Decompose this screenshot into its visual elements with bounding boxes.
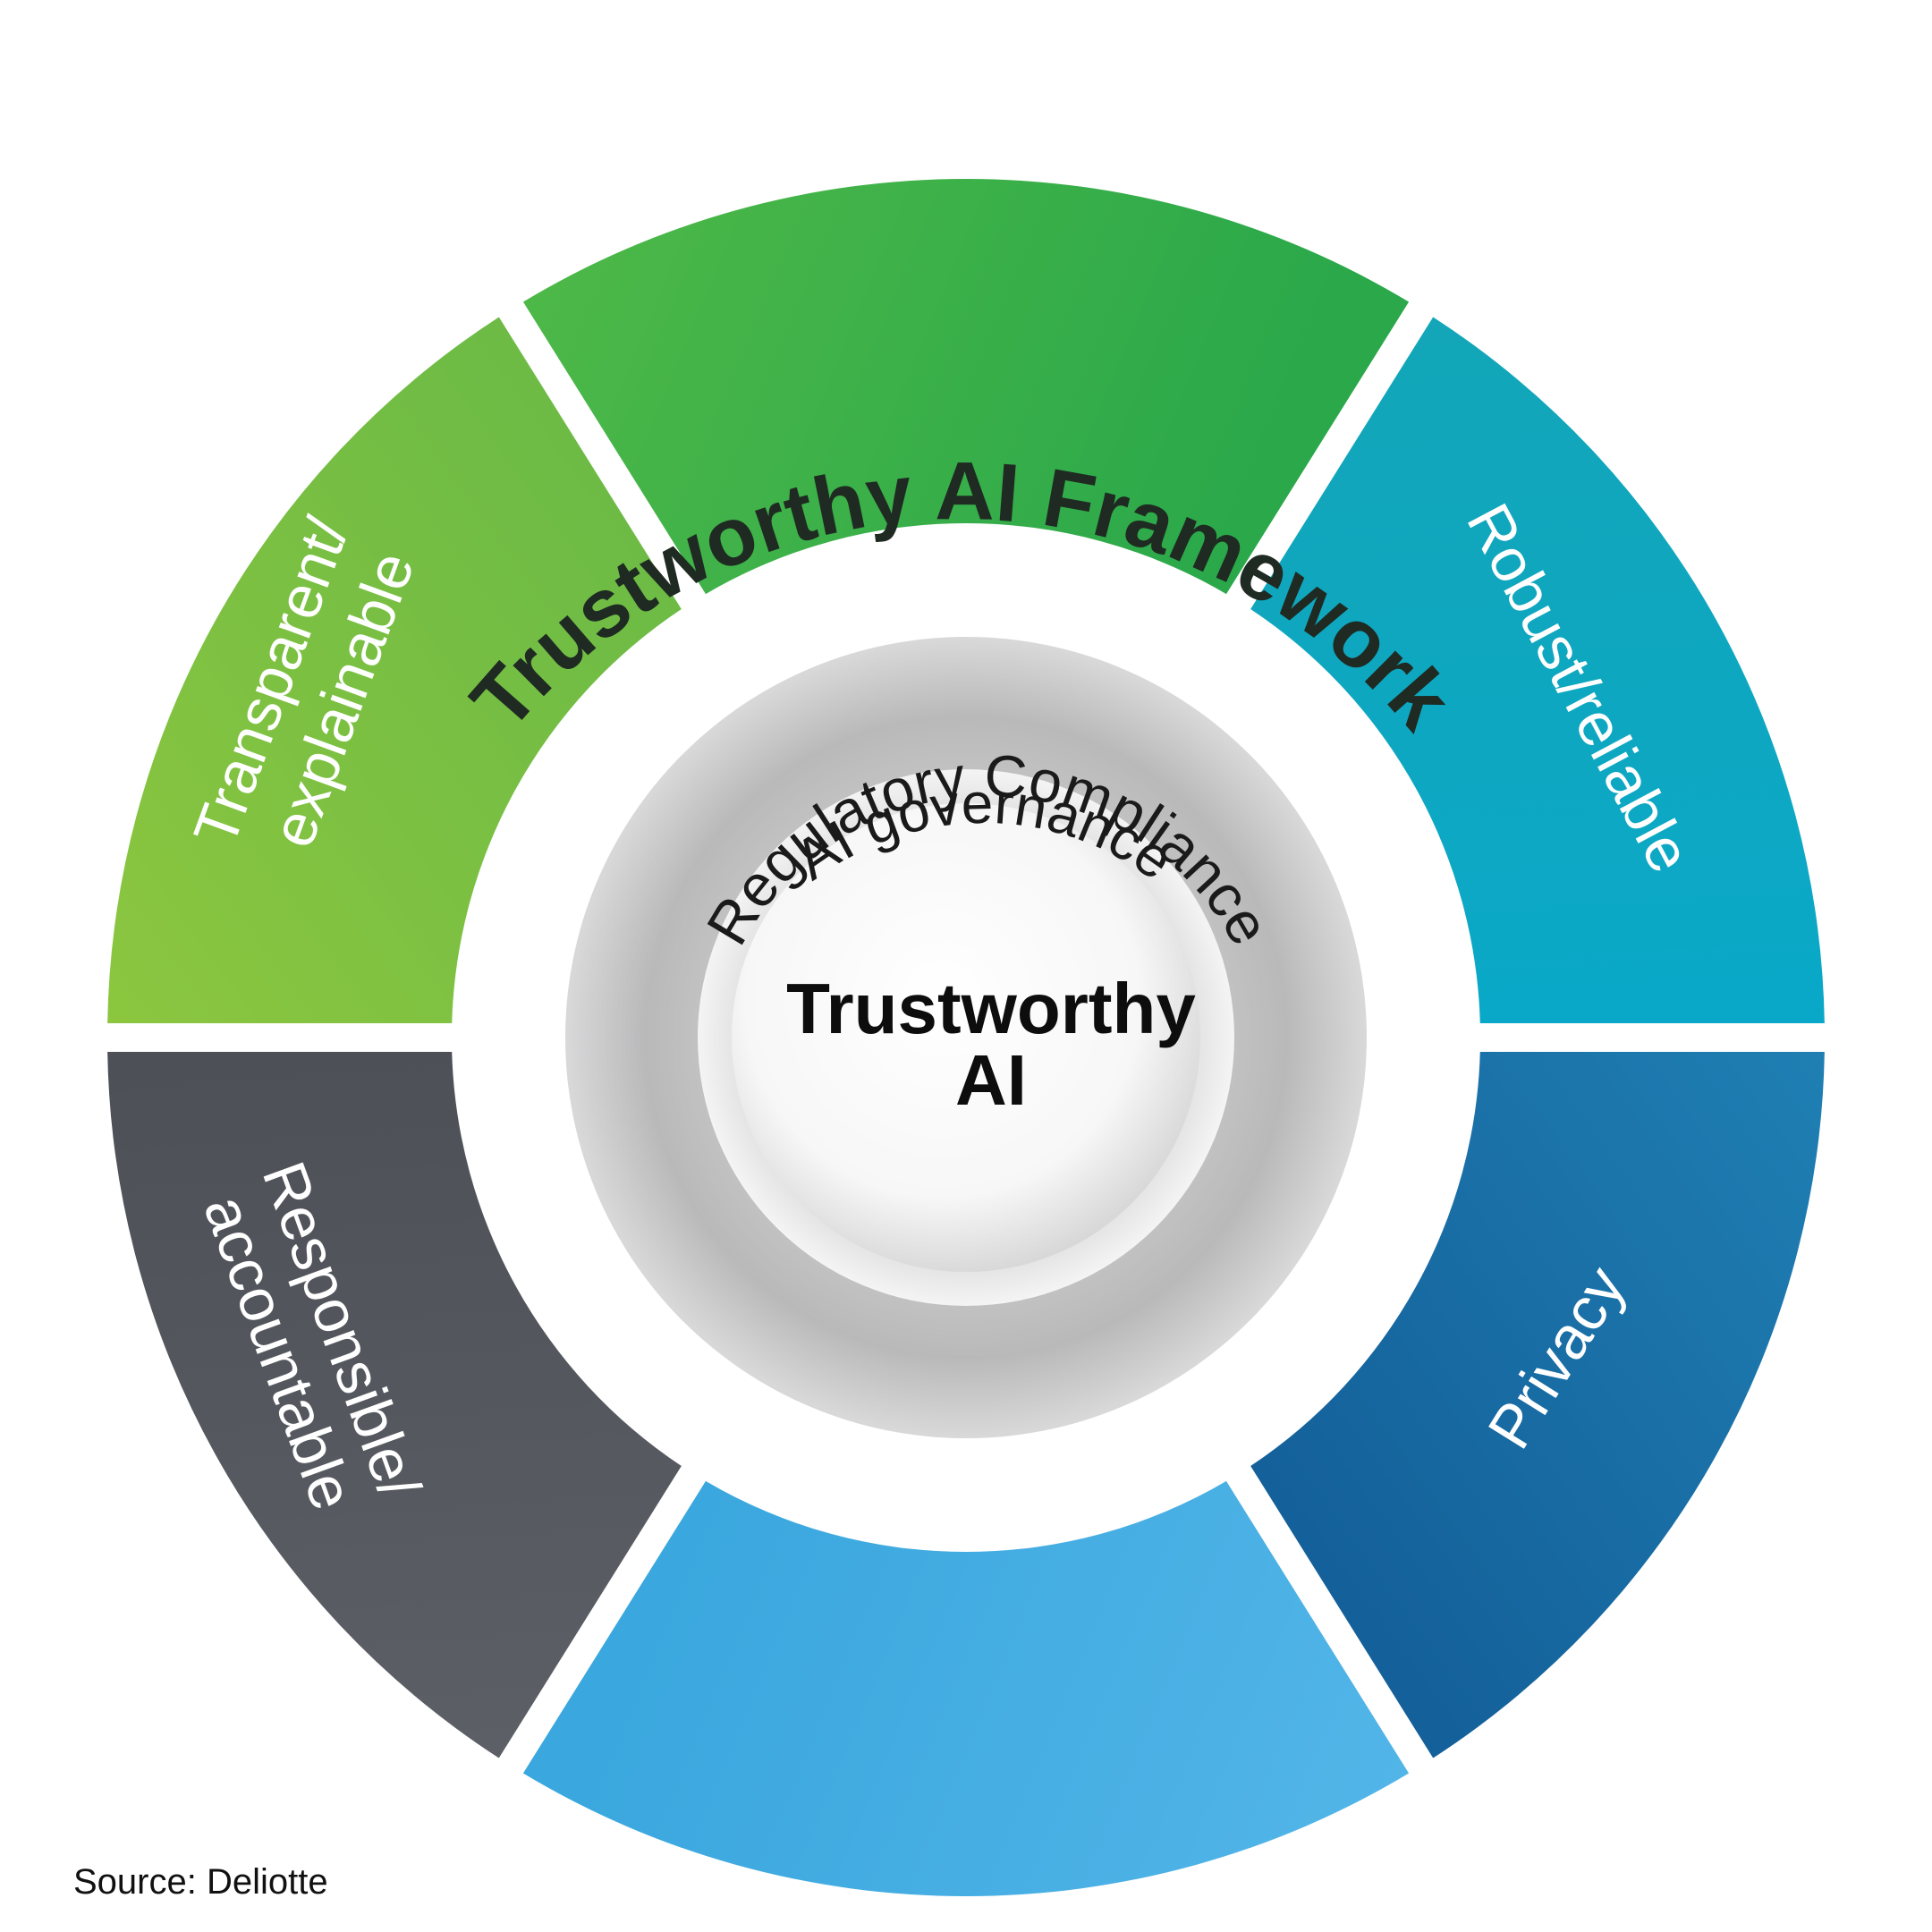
segments-layer <box>107 178 1825 1896</box>
segment-privacy <box>1250 1051 1825 1758</box>
segment-robust <box>1250 317 1825 1024</box>
source-note: Source: Deliotte <box>73 1862 328 1902</box>
segment-safe <box>522 1480 1410 1896</box>
center-disc <box>732 803 1200 1272</box>
center-title-line1: Trustworthy <box>786 969 1196 1048</box>
segment-transparent <box>107 317 682 1024</box>
segment-fair <box>522 178 1410 595</box>
segment-responsible <box>107 1051 682 1758</box>
center-title-line2: AI <box>955 1040 1027 1120</box>
